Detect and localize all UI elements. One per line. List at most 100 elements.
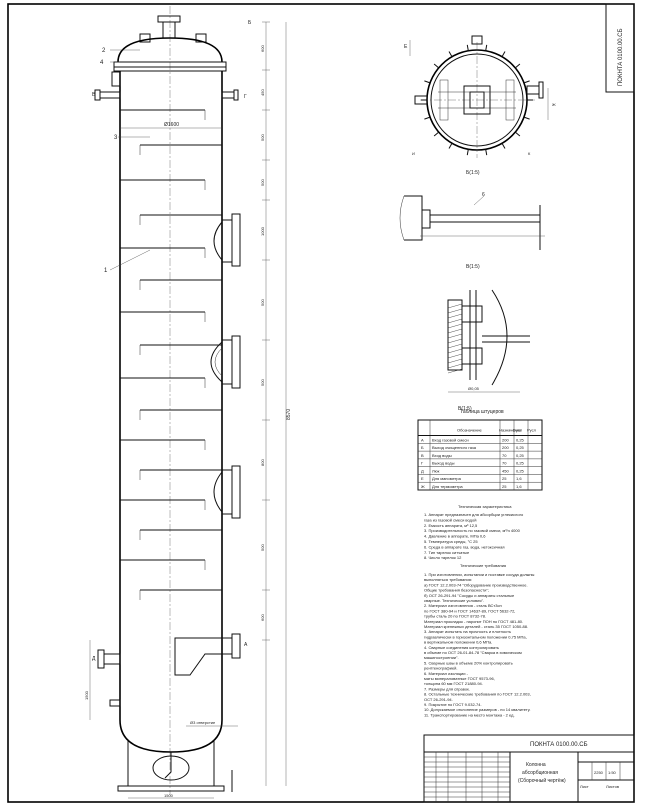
bolt xyxy=(433,63,440,69)
rotated-code-box xyxy=(605,3,635,93)
manhole-2 xyxy=(210,335,241,389)
table-header-cell: Pусл xyxy=(527,428,537,433)
top-small-nozzle-left xyxy=(139,33,151,43)
section-dim: 500 xyxy=(260,179,265,186)
manhole-3 xyxy=(213,465,241,519)
tech-req-title: Технические требования xyxy=(460,563,506,568)
table-cell: В xyxy=(421,453,424,458)
table-cell: Для термометра xyxy=(432,484,463,489)
tech-char-line: 3. Производительность по газовой смеси, … xyxy=(424,528,521,533)
tech-req-line: Материал крепежных деталей - сталь 35 ГО… xyxy=(424,624,528,629)
table-cell: 0,25 xyxy=(516,453,525,458)
tech-char-line: газа из газовой смеси водой xyxy=(424,517,476,522)
gas-inlet-flange xyxy=(231,633,241,659)
tech-requirements: Технические требования 1. При изготовлен… xyxy=(424,563,535,717)
title-name-2: абсорбционная xyxy=(522,770,558,776)
table-cell: 0,25 xyxy=(516,468,525,473)
bottom-note: Ø3 отверстие xyxy=(190,720,216,725)
section-right-note: К xyxy=(528,151,531,156)
table-cell: Для манометра xyxy=(432,476,462,481)
bolt xyxy=(501,51,506,57)
nozzle-upper-left xyxy=(99,91,121,99)
nozzle-label-lower: Д xyxy=(92,656,96,662)
leader-1: 2 xyxy=(102,48,106,54)
table-cell: 0,25 xyxy=(516,437,525,442)
tech-req-line: толщина 60 мм ГОСТ 21880-94. xyxy=(424,681,483,686)
bolt xyxy=(501,143,506,149)
tech-req-line: машиностроении". xyxy=(424,655,459,660)
section-dim: 500 xyxy=(260,299,265,306)
section-right-label: Ж xyxy=(552,102,556,107)
bolt xyxy=(523,80,530,84)
table-cell: Д xyxy=(421,468,424,473)
total-height-dim: 8570 xyxy=(286,409,292,420)
view2-leader: 6 xyxy=(482,192,485,198)
title-code: ПОКНТА 0100.00.СБ xyxy=(530,742,588,748)
table-cell: 200 xyxy=(502,437,509,442)
title-sheets: Листов xyxy=(606,784,619,789)
tech-req-line: 8. Остальные технические требования по Г… xyxy=(424,692,531,697)
leader-2: 4 xyxy=(100,60,104,66)
tech-char-line: 2. Емкость аппарата, м³ 12,5 xyxy=(424,523,478,528)
trays xyxy=(120,109,222,600)
table-cell: 200 xyxy=(502,445,509,450)
nozzle-upper-right-flange xyxy=(233,89,239,101)
table-cell: Ж xyxy=(421,484,425,489)
table-cell: 1,6 xyxy=(516,476,522,481)
bolt xyxy=(485,149,488,156)
top-section-view: Е Ж И К Б(1:5) xyxy=(404,35,556,176)
bolt xyxy=(424,116,431,120)
nozzle-label-gas: А xyxy=(244,642,248,648)
manhole-1 xyxy=(213,213,241,267)
section-dim: 600 xyxy=(260,45,265,52)
table-header-cell: Обозначение xyxy=(457,428,483,433)
tech-req-line: Материал прокладок - паронит ПОН по ГОСТ… xyxy=(424,619,523,624)
table-cell: Выход воды xyxy=(432,461,455,466)
tech-req-line: трубы сталь 20 по ГОСТ 8732-78. xyxy=(424,614,486,619)
tech-req-line: в объеме по ОСТ 26-01-84-78 "Сварка в хи… xyxy=(424,650,522,655)
tech-req-line: маты минераловатные ГОСТ 9573-96, xyxy=(424,676,495,681)
lower-dim-left: 1500 xyxy=(84,690,89,700)
section-dim: 500 xyxy=(260,134,265,141)
title-sheet: Лист xyxy=(580,784,589,789)
table-cell: 25 xyxy=(502,476,507,481)
bolt xyxy=(466,149,469,156)
tech-char-line: 6. Среда в аппарате газ, вода, нетоксичн… xyxy=(424,544,505,549)
tech-char-line: 4. Давление в аппарате, МПа 0,6 xyxy=(424,534,486,539)
bolt xyxy=(485,44,488,51)
nozzle-label-top: Б xyxy=(248,20,252,26)
table-header-cell: Назначение xyxy=(499,428,522,433)
bolt xyxy=(514,63,521,69)
tech-characteristics: Техническая характеристика 1. Аппарат пр… xyxy=(424,504,524,560)
nozzle-label-left: В xyxy=(92,92,96,98)
leader-3: 3 xyxy=(114,135,118,141)
title-name-1: Колонна xyxy=(526,762,546,768)
body-flange-bottom xyxy=(113,66,227,72)
tech-req-line: 10. Допускаемое отклонение размеров - по… xyxy=(424,707,530,712)
tech-req-line: 9. Покрытие по ГОСТ 9.032-74. xyxy=(424,702,482,707)
table-cell: Г xyxy=(421,461,424,466)
nozzle-top-left xyxy=(111,71,121,87)
table-cell: 25 xyxy=(502,484,507,489)
section-axis-label: Е xyxy=(404,44,408,50)
bolt xyxy=(448,143,453,149)
tech-req-line: Общие требования безопасности"; xyxy=(424,588,489,593)
section-mid-title: В(1:5) xyxy=(466,264,480,270)
base-dim: 1500 xyxy=(164,793,174,798)
base-ring xyxy=(117,785,225,792)
drain-pipe xyxy=(164,752,172,779)
gas-inlet-baffle xyxy=(174,637,233,676)
tech-req-line: а) ГОСТ 12.2.003-74 "Оборудование произв… xyxy=(424,582,528,587)
table-cell: 0,25 xyxy=(516,461,525,466)
table-cell: 0,25 xyxy=(516,445,525,450)
tech-req-line: 1. При изготовлении, испытании и поставк… xyxy=(424,572,535,577)
tech-char-line: 1. Аппарат предназначен для абсорбции уг… xyxy=(424,512,524,517)
table-cell: Е xyxy=(421,476,424,481)
tech-char-line: 5. Температура среды, °С 25 xyxy=(424,539,478,544)
diameter-dim: Ø1600 xyxy=(164,122,179,128)
tech-req-line: 5. Сварные швы в объеме 20% контролирова… xyxy=(424,660,513,665)
table-cell: 1,6 xyxy=(516,484,522,489)
